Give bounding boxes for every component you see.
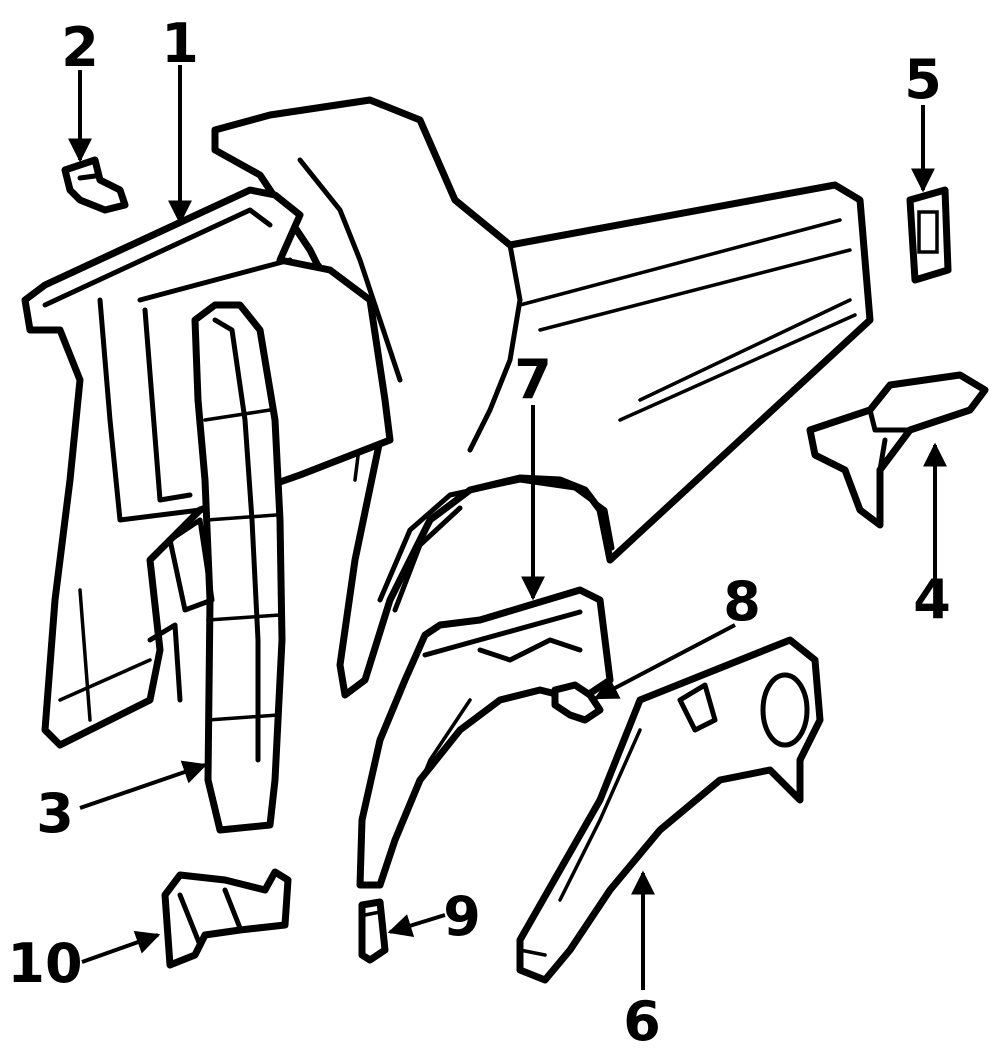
leader-10 — [81, 930, 161, 964]
callout-2: 2 — [61, 16, 99, 79]
callout-7: 7 — [514, 348, 552, 411]
callout-8: 8 — [723, 570, 761, 633]
callout-numbers: 1 2 3 4 5 6 7 8 9 10 — [7, 12, 950, 1052]
leader-3 — [79, 760, 208, 810]
outer-wheelhouse — [516, 636, 824, 984]
clip-9 — [358, 898, 389, 964]
leader-9 — [387, 913, 446, 938]
bracket-10 — [161, 868, 292, 969]
leader-lines — [68, 65, 947, 990]
leader-8 — [593, 623, 736, 700]
callout-3: 3 — [36, 782, 74, 845]
callout-1: 1 — [161, 12, 199, 75]
callout-5: 5 — [904, 48, 942, 111]
callout-10: 10 — [7, 932, 82, 995]
callout-6: 6 — [623, 990, 661, 1052]
inner-wheelhouse — [356, 586, 614, 889]
bracket-4 — [806, 371, 989, 529]
pillar-reinforcement — [167, 301, 286, 834]
bracket-2 — [61, 156, 129, 214]
callout-4: 4 — [913, 568, 951, 631]
plate-5 — [906, 186, 952, 284]
callout-9: 9 — [443, 885, 481, 948]
bumper-8 — [551, 681, 604, 724]
